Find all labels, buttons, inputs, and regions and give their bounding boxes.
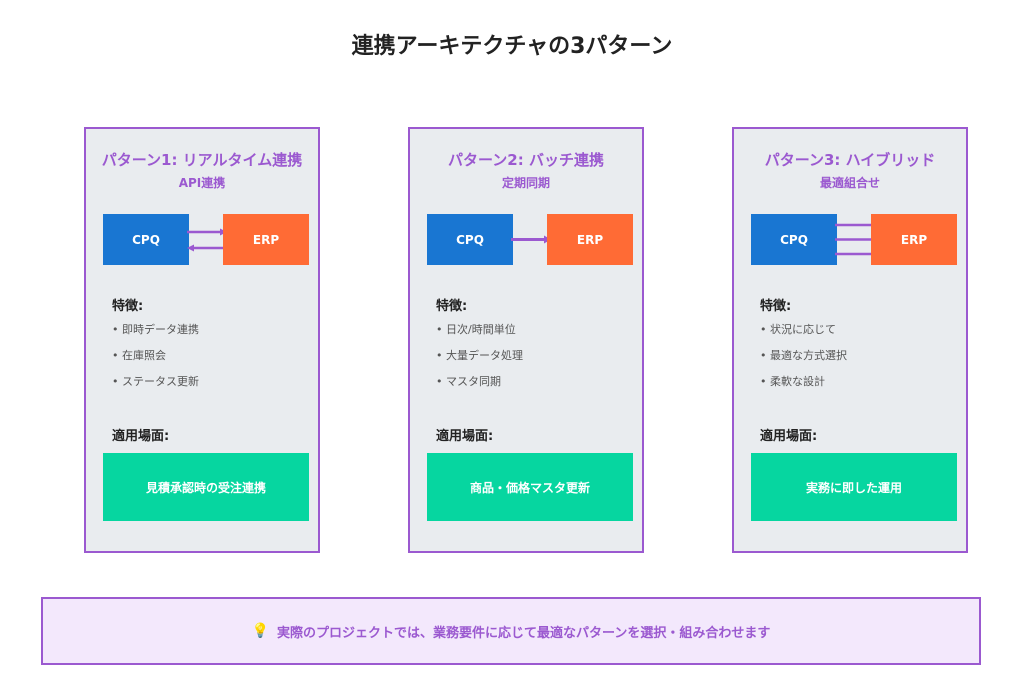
one-way-connector <box>511 235 551 244</box>
pattern-subtitle: 定期同期 <box>501 176 550 190</box>
use-case-box: 実務に即した運用 <box>751 453 957 521</box>
lightbulb-icon: 💡 <box>251 623 270 639</box>
erp-box: ERP <box>223 214 309 265</box>
feature-item: • 柔軟な設計 <box>760 375 825 388</box>
pattern-card-3: パターン3: ハイブリッド 最適組合せ CPQ ERP 特徴: • 状況に応じて… <box>732 127 968 553</box>
use-case-label: 適用場面: <box>112 429 170 444</box>
pattern-subtitle: 最適組合せ <box>819 176 880 190</box>
feature-item: • 在庫照会 <box>112 349 166 362</box>
feature-item: • 大量データ処理 <box>436 349 523 362</box>
triple-connector <box>835 223 875 256</box>
features-label: 特徴: <box>760 299 792 314</box>
pattern-title: パターン3: ハイブリッド <box>764 151 936 169</box>
pattern-title: パターン2: バッチ連携 <box>448 151 604 169</box>
features-list: • 状況に応じて • 最適な方式選択 • 柔軟な設計 <box>760 323 847 401</box>
pattern-title: パターン1: リアルタイム連携 <box>101 151 303 169</box>
feature-item: • 日次/時間単位 <box>436 323 516 336</box>
feature-item: • 状況に応じて <box>760 323 836 336</box>
bidirectional-connector <box>187 228 227 252</box>
erp-box: ERP <box>871 214 957 265</box>
features-label: 特徴: <box>112 299 144 314</box>
feature-item: • マスタ同期 <box>436 375 501 388</box>
cpq-box: CPQ <box>427 214 513 265</box>
erp-box: ERP <box>547 214 633 265</box>
cpq-box: CPQ <box>103 214 189 265</box>
pattern-subtitle: API連携 <box>178 176 226 190</box>
feature-item: • 最適な方式選択 <box>760 349 847 362</box>
use-case-label: 適用場面: <box>760 429 818 444</box>
features-label: 特徴: <box>436 299 468 314</box>
features-list: • 日次/時間単位 • 大量データ処理 • マスタ同期 <box>436 323 523 401</box>
pattern-card-2: パターン2: バッチ連携 定期同期 CPQ ERP 特徴: • 日次/時間単位 … <box>408 127 644 553</box>
use-case-box: 見積承認時の受注連携 <box>103 453 309 521</box>
features-list: • 即時データ連携 • 在庫照会 • ステータス更新 <box>112 323 199 401</box>
use-case-label: 適用場面: <box>436 429 494 444</box>
diagram-title: 連携アーキテクチャの3パターン <box>351 34 673 59</box>
cpq-box: CPQ <box>751 214 837 265</box>
footer-text: 実際のプロジェクトでは、業務要件に応じて最適なパターンを選択・組み合わせます <box>277 625 771 641</box>
footer-note: 💡 実際のプロジェクトでは、業務要件に応じて最適なパターンを選択・組み合わせます <box>41 597 981 665</box>
feature-item: • ステータス更新 <box>112 375 199 388</box>
feature-item: • 即時データ連携 <box>112 323 199 336</box>
use-case-box: 商品・価格マスタ更新 <box>427 453 633 521</box>
pattern-card-1: パターン1: リアルタイム連携 API連携 CPQ ERP 特徴: • 即時デー… <box>84 127 320 553</box>
